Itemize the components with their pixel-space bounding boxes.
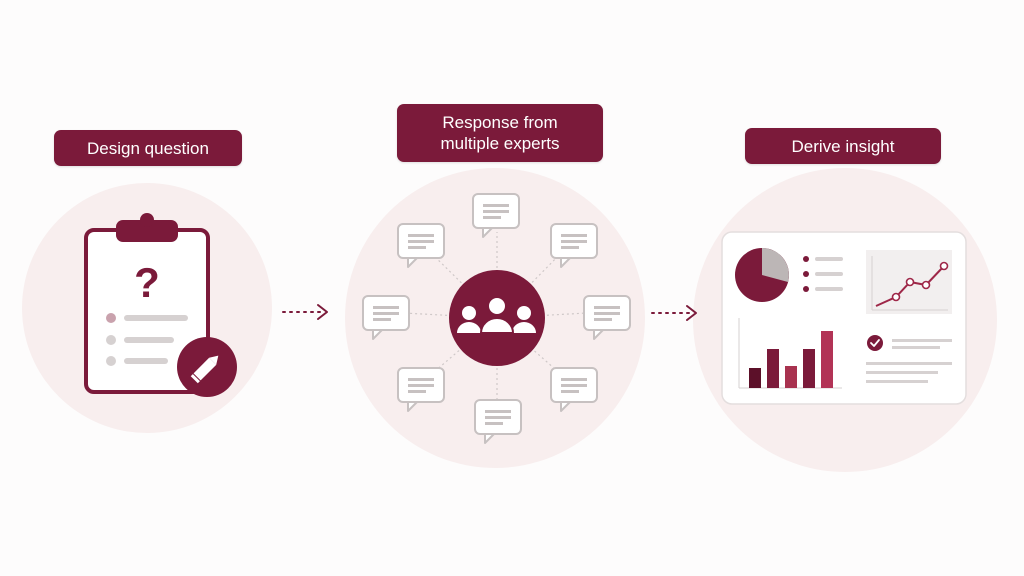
speech-bubble-icon <box>472 193 520 238</box>
clipboard-question-icon: ? <box>84 213 210 394</box>
question-mark: ? <box>134 259 160 306</box>
flow-arrow-2 <box>651 305 697 321</box>
dashboard-icon <box>721 231 967 405</box>
expert-group-icon <box>449 270 545 366</box>
speech-bubble-icon <box>397 223 445 268</box>
step-label-expert-responses: Response from multiple experts <box>397 104 603 162</box>
speech-bubble-icon <box>397 367 445 412</box>
bar-chart-icon <box>738 318 842 389</box>
speech-bubble-icon <box>583 295 631 340</box>
line-chart-icon <box>866 250 952 314</box>
flow-arrow-1 <box>282 304 328 320</box>
speech-bubble-icon <box>362 295 410 340</box>
step-label-design-question: Design question <box>54 130 242 166</box>
speech-bubble-icon <box>474 399 522 444</box>
checklist-icon <box>866 335 952 383</box>
pie-chart-icon <box>735 248 843 302</box>
step-label-derive-insight: Derive insight <box>745 128 941 164</box>
speech-bubble-icon <box>550 367 598 412</box>
pencil-icon <box>177 337 237 397</box>
speech-bubble-icon <box>550 223 598 268</box>
